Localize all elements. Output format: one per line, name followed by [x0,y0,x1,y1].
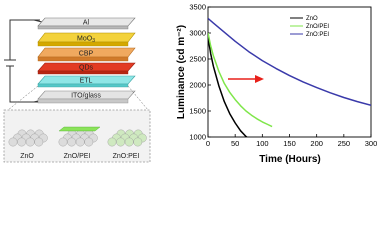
x-axis-title: Time (Hours) [259,154,321,165]
x-tick-label: 250 [338,139,351,148]
red-arrow [228,75,264,83]
x-tick-label: 300 [365,139,378,148]
layer-moo3: MoO3 [37,32,136,47]
series-line-zno-pei-2 [208,17,371,107]
y-tick-label: 3000 [189,29,206,38]
nanoparticle [84,137,94,147]
y-tick-label: 3500 [189,3,206,12]
legend-label-zno-pei-blend: ZnO:PEI [306,32,329,38]
x-tick-label: 50 [231,139,239,148]
layer-qds-label: QDs [79,65,94,72]
nanoparticle [34,137,44,147]
layer-cbp-label: CBP [79,51,94,58]
layer-qds: QDs [37,62,136,75]
y-tick-label: 2000 [189,81,206,90]
layer-al-label: Al [83,20,90,27]
luminance-chart: 0 50 100 150 200 250 300 1000 1500 2000 2500 3000 35… [176,3,377,166]
nanoparticle [17,137,27,147]
y-tick-label: 2500 [189,55,206,64]
layer-etl: ETL [37,75,136,88]
nanoparticle [8,137,18,147]
x-tick-label: 150 [283,139,296,148]
circuit-wire [4,19,43,103]
nanoparticle [58,137,68,147]
etl-variant-label-zno-pei: ZnO/PEI [64,153,91,160]
pei-overlayer [58,126,101,132]
y-tick-label: 1500 [189,107,206,116]
etl-zno-nanoparticles [8,129,48,147]
legend-label-zno: ZnO [306,16,318,22]
x-tick-label: 0 [206,139,210,148]
layer-moo3-label: MoO3 [77,36,95,45]
axis-ticks: 0 50 100 150 200 250 300 1000 1500 2000 2500 3000 35… [189,3,377,149]
device-schematic: Al MoO3 CBP QDs ETL ITO/g [3,17,151,163]
y-tick-label: 1000 [189,133,206,142]
nanoparticle [116,137,126,147]
etl-zno-pei-blend-nanoparticles [107,129,147,147]
series-line-zno-pei-1 [208,32,273,128]
chart-legend: ZnO ZnO/PEI ZnO:PEI [290,16,329,38]
nanoparticle [133,137,143,147]
layer-etl-label: ETL [80,78,93,85]
nanoparticle [124,137,134,147]
layer-ito-glass-label: ITO/glass [71,93,101,100]
nanoparticle [25,137,35,147]
etl-variant-label-zno-pei-blend: ZnO:PEI [113,153,140,160]
legend-label-zno-pei: ZnO/PEI [306,24,329,30]
nanoparticle [67,137,77,147]
nanoparticle [75,137,85,147]
series-lines [208,17,371,137]
layer-al: Al [37,17,136,30]
x-tick-label: 200 [310,139,323,148]
nanoparticle [107,137,117,147]
zoom-guide [7,85,149,111]
series-line-zno-0 [208,37,248,137]
x-tick-label: 100 [256,139,269,148]
layer-cbp: CBP [37,47,136,62]
etl-zno-pei-nanoparticles [58,126,101,147]
y-axis-title: Luminance (cd m⁻²) [176,25,187,119]
layer-ito-glass: ITO/glass [37,90,136,104]
etl-variant-label-zno: ZnO [20,153,34,160]
